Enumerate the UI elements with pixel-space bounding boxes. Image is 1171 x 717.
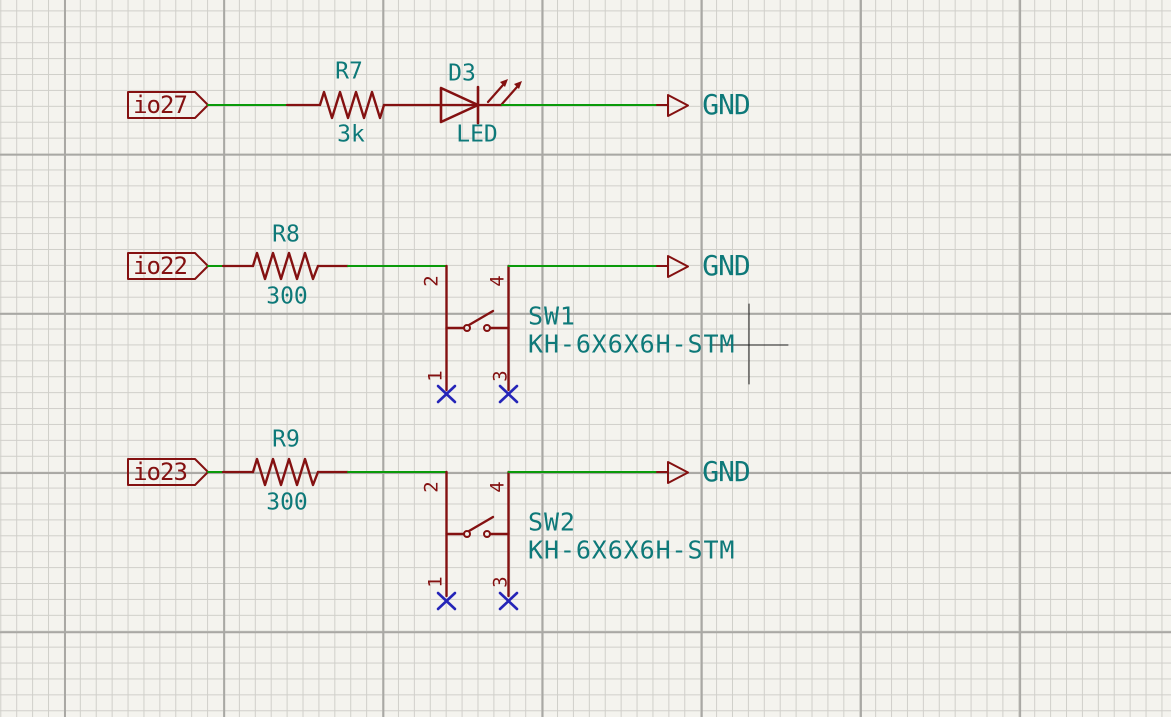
net-label-text[interactable]: io27 (133, 91, 188, 119)
net-label-text[interactable]: io23 (133, 458, 188, 486)
circuit-row-led (127, 79, 689, 125)
crosshair-cursor-icon (709, 303, 789, 385)
switch-SW2-contact-right[interactable] (483, 530, 491, 538)
resistor-value-text[interactable]: 300 (266, 283, 308, 310)
gnd-label-text[interactable]: GND (702, 88, 751, 121)
switch-SW2-lever[interactable] (467, 515, 495, 533)
global-label-io27-shape[interactable] (127, 91, 209, 119)
pin-number-text: 1 (424, 370, 447, 382)
pin-number-text: 2 (420, 481, 443, 493)
resistor-R9-zigzag[interactable] (251, 457, 320, 487)
led-arrowhead-icon (514, 81, 522, 89)
no-connect-x-icon[interactable] (436, 591, 457, 611)
led-value-text[interactable]: LED (456, 121, 498, 148)
resistor-ref-text[interactable]: R8 (272, 221, 300, 248)
pin-number-text: 2 (420, 275, 443, 287)
pin-number-text: 3 (489, 370, 512, 382)
gnd-flag-triangle[interactable] (667, 94, 689, 117)
pin-number-text: 4 (486, 481, 509, 493)
gnd-label-text[interactable]: GND (702, 249, 751, 282)
gnd-flag-triangle[interactable] (667, 461, 689, 484)
led-emission-arrows-icon (486, 83, 519, 106)
global-label-io23-shape[interactable] (127, 458, 209, 486)
switch-SW1-contact-right[interactable] (483, 324, 491, 332)
led-arrowhead-icon (500, 79, 508, 87)
no-connect-x-icon[interactable] (498, 384, 519, 404)
switch-ref-text[interactable]: SW2 (528, 507, 576, 537)
switch-value-text[interactable]: KH-6X6X6H-STM (528, 329, 736, 359)
resistor-value-text[interactable]: 3k (337, 121, 365, 148)
resistor-R8-zigzag[interactable] (251, 251, 320, 281)
no-connect-x-icon[interactable] (436, 384, 457, 404)
switch-SW1-contact-left[interactable] (463, 324, 471, 332)
resistor-ref-text[interactable]: R7 (335, 58, 363, 85)
resistor-ref-text[interactable]: R9 (272, 426, 300, 453)
pin-number-text: 1 (424, 576, 447, 588)
no-connect-x-icon[interactable] (498, 591, 519, 611)
resistor-value-text[interactable]: 300 (266, 489, 308, 516)
led-D3-triangle[interactable] (439, 86, 480, 124)
gnd-flag-triangle[interactable] (667, 255, 689, 278)
switch-SW2-contact-left[interactable] (463, 530, 471, 538)
pin-number-text: 3 (489, 576, 512, 588)
net-label-text[interactable]: io22 (133, 252, 188, 280)
switch-value-text[interactable]: KH-6X6X6H-STM (528, 535, 736, 565)
led-ref-text[interactable]: D3 (448, 60, 476, 87)
switch-ref-text[interactable]: SW1 (528, 301, 576, 331)
switch-SW1-lever[interactable] (467, 309, 495, 327)
gnd-label-text[interactable]: GND (702, 455, 751, 488)
circuit-row-sw2 (127, 457, 689, 611)
circuit-row-sw1 (127, 251, 689, 404)
global-label-io22-shape[interactable] (127, 252, 209, 280)
resistor-R7-zigzag[interactable] (318, 90, 386, 120)
pin-number-text: 4 (486, 275, 509, 287)
